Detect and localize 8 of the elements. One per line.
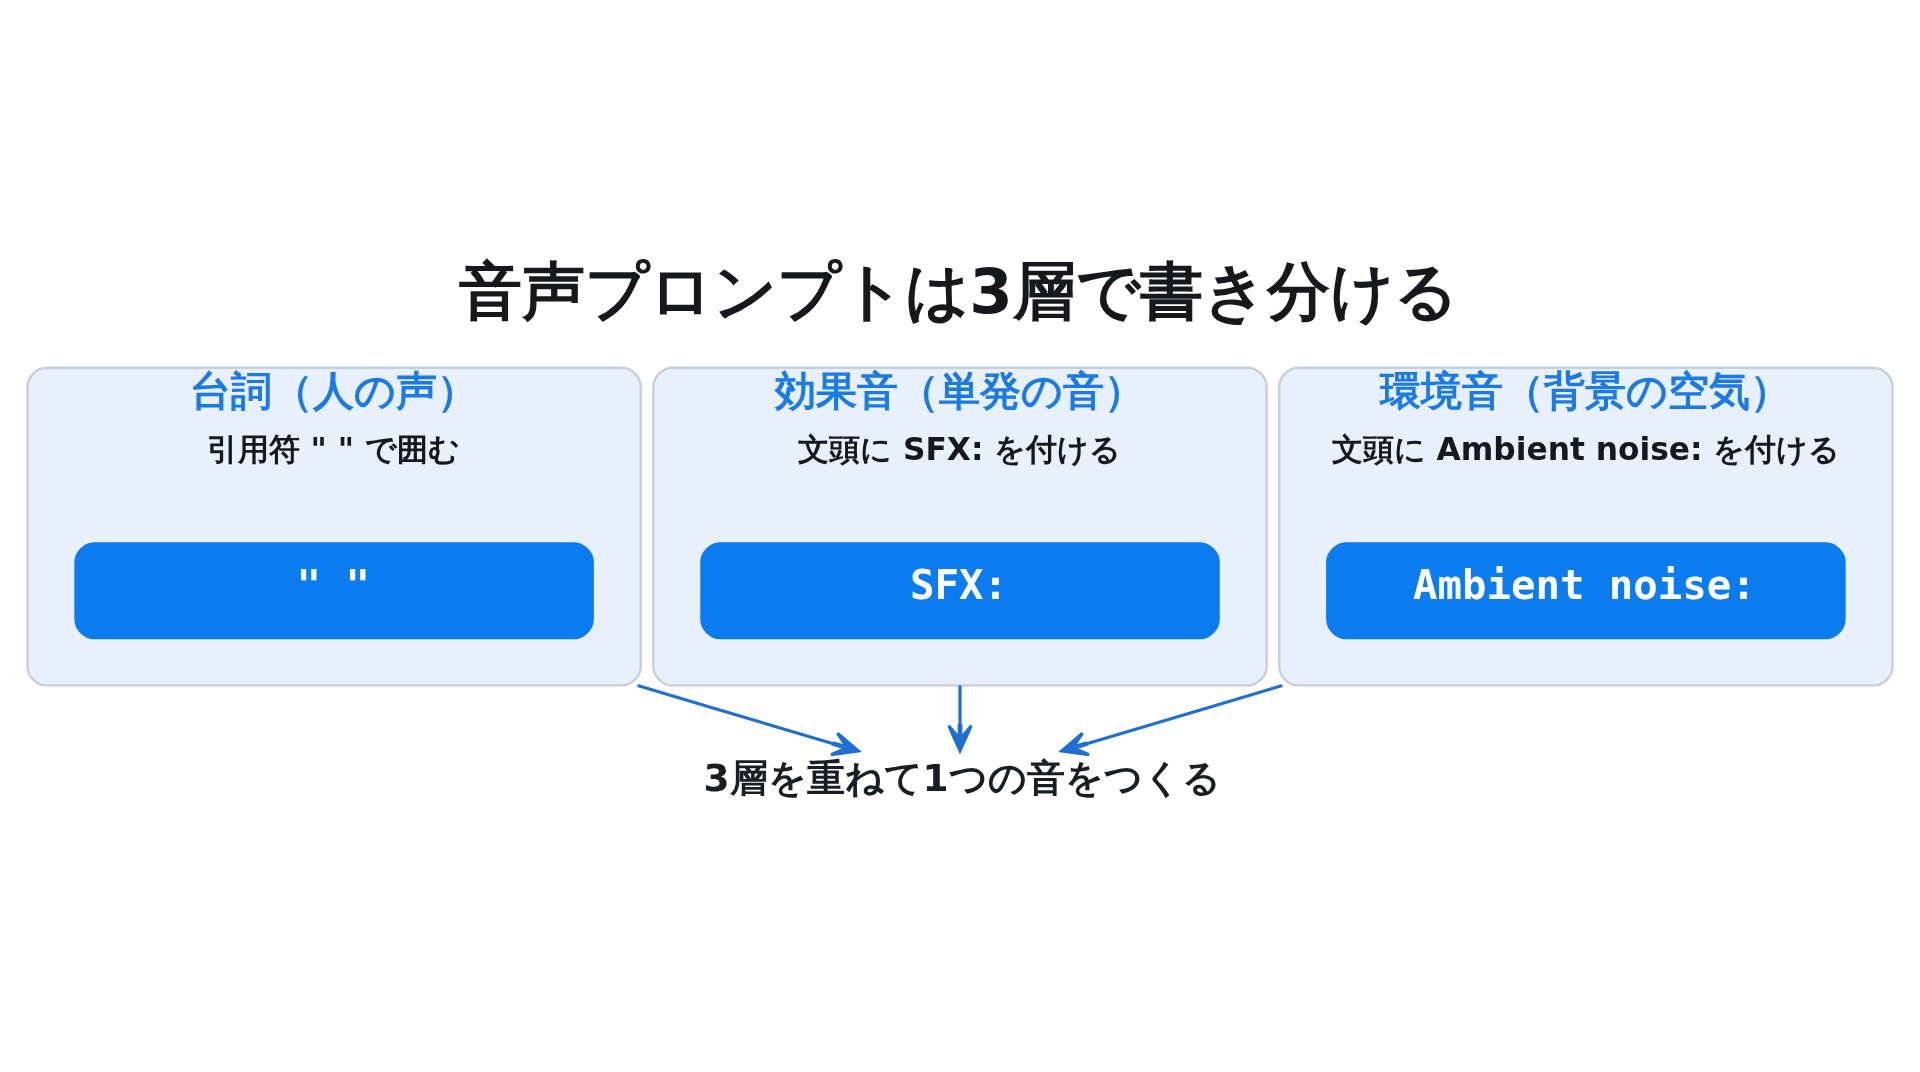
- arrow: [947, 685, 973, 753]
- diagram-title: 音声プロンプトは3層で書き分ける: [459, 255, 1458, 329]
- node-text: 3層を重ねて1つの音をつくる: [703, 755, 1221, 800]
- node-box: " ": [74, 542, 594, 640]
- node-box: SFX:: [700, 542, 1220, 640]
- arrow: [1060, 683, 1283, 757]
- node-box: Ambient noise:: [1326, 542, 1846, 640]
- arrow: [637, 683, 860, 757]
